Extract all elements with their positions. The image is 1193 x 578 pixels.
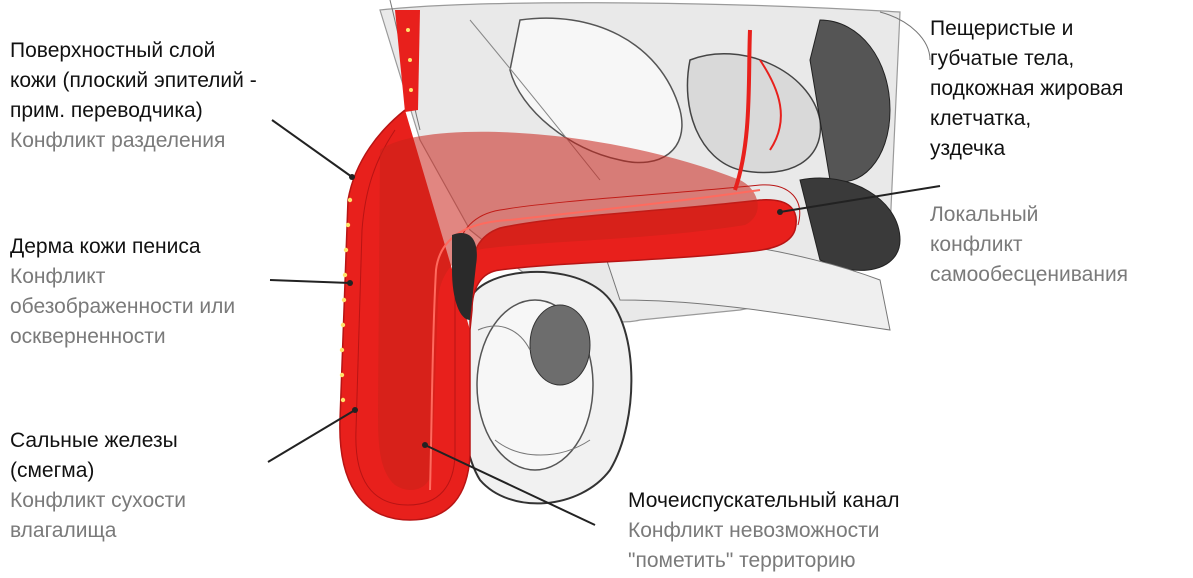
label-dermis-title: Дерма кожи пениса [10,232,235,262]
label-skin-surface-title-2: кожи (плоский эпителий - [10,66,257,96]
label-skin-surface: Поверхностный слой кожи (плоский эпители… [10,36,257,156]
label-sebaceous-conflict-1: Конфликт сухости [10,486,186,516]
label-sebaceous-conflict-2: влагалища [10,516,186,546]
leader-dot-skin [349,174,355,180]
label-urethra: Мочеиспускательный канал Конфликт невозм… [628,486,899,576]
label-local-conflict-1: Локальный [930,200,1128,230]
leader-dot-urethra [422,442,428,448]
label-local-conflict-2: конфликт [930,230,1128,260]
label-dermis-conflict-3: оскверненности [10,322,235,352]
testis [460,272,632,504]
label-cavernous-title-2: губчатые тела, [930,44,1123,74]
label-cavernous: Пещеристые и губчатые тела, подкожная жи… [930,14,1123,164]
label-local-conflict-3: самообесценивания [930,260,1128,290]
leader-dot-dermis [347,280,353,286]
leader-skin-surface [272,120,352,177]
label-sebaceous-title-2: (смегма) [10,456,186,486]
label-cavernous-title-5: уздечка [930,134,1123,164]
leader-dermis [270,280,350,283]
label-local: Локальный конфликт самообесценивания [930,200,1128,290]
label-skin-surface-title-3: прим. переводчика) [10,96,257,126]
label-cavernous-title-3: подкожная жировая [930,74,1123,104]
leader-dot-sebaceous [352,407,358,413]
label-urethra-title: Мочеиспускательный канал [628,486,899,516]
label-cavernous-title-1: Пещеристые и [930,14,1123,44]
label-sebaceous: Сальные железы (смегма) Конфликт сухости… [10,426,186,546]
label-cavernous-title-4: клетчатка, [930,104,1123,134]
label-skin-surface-title-1: Поверхностный слой [10,36,257,66]
leader-dot-local [777,209,783,215]
label-dermis-conflict-2: обезображенности или [10,292,235,322]
label-skin-surface-conflict: Конфликт разделения [10,126,257,156]
label-sebaceous-title-1: Сальные железы [10,426,186,456]
label-dermis-conflict-1: Конфликт [10,262,235,292]
label-urethra-conflict-2: "пометить" территорию [628,546,899,576]
label-urethra-conflict-1: Конфликт невозможности [628,516,899,546]
label-dermis: Дерма кожи пениса Конфликт обезображенно… [10,232,235,352]
